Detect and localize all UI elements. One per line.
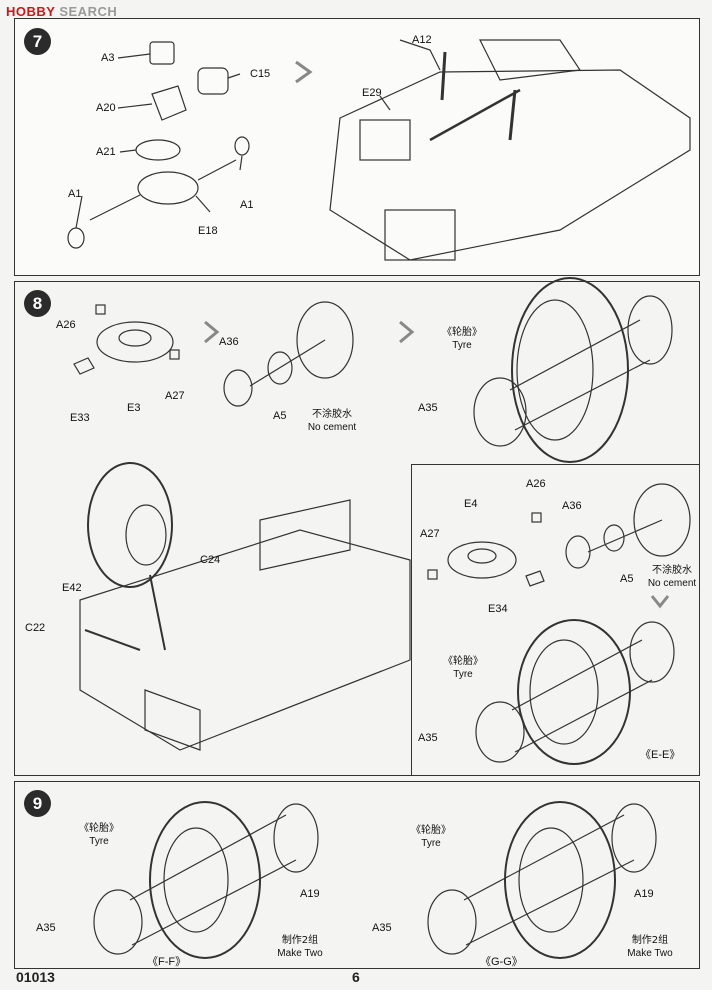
label-e42: E42 (62, 582, 82, 594)
label-c15: C15 (250, 68, 271, 80)
label-e29: E29 (362, 87, 382, 99)
label-a35-ff: A35 (36, 922, 56, 934)
part-c15 (197, 67, 229, 95)
rim-a35 (296, 301, 354, 379)
step-7-panel (14, 18, 700, 276)
label-a21: A21 (96, 146, 116, 158)
label-a1-right: A1 (240, 199, 254, 211)
label-c24: C24 (200, 554, 221, 566)
view-f-f: 《F-F》 (147, 956, 187, 968)
part-e34 (525, 570, 545, 587)
tyre-label-gg: 《轮胎》 Tyre (411, 825, 451, 849)
step-9-panel (14, 781, 700, 969)
tyre-gg (504, 801, 616, 959)
no-cement-note-inset: 不涂胶水 No cement (647, 565, 697, 589)
label-a5: A5 (273, 410, 287, 422)
label-a36: A36 (219, 336, 239, 348)
assembled-wheel (87, 462, 173, 588)
label-a20: A20 (96, 102, 116, 114)
label-e4: E4 (464, 498, 478, 510)
label-a35: A35 (418, 402, 438, 414)
rim-outer (627, 295, 673, 365)
tool-box (384, 209, 456, 261)
tyre-ff (149, 801, 261, 959)
label-c22: C22 (25, 622, 46, 634)
step-7-badge: 7 (24, 28, 51, 55)
part-e4 (447, 541, 517, 579)
label-a5-inset: A5 (620, 573, 634, 585)
page-number: 6 (352, 969, 360, 985)
label-a3: A3 (101, 52, 115, 64)
hub-a35-gg (427, 889, 477, 955)
part-a27 (169, 349, 180, 360)
label-a36-inset: A36 (562, 500, 582, 512)
label-a35-gg: A35 (372, 922, 392, 934)
make-two-gg: 制作2组 Make Two (627, 935, 673, 959)
part-a20 (151, 85, 187, 121)
label-a19-gg: A19 (634, 888, 654, 900)
no-cement-note: 不涂胶水 No cement (307, 409, 357, 433)
tyre (511, 277, 629, 463)
battery-box (359, 119, 411, 161)
part-a3 (149, 41, 175, 65)
chassis-rear (329, 69, 691, 261)
part-a1-left (67, 227, 85, 249)
step-9-badge: 9 (24, 790, 51, 817)
step-8-badge: 8 (24, 290, 51, 317)
bumper-plate (144, 689, 201, 751)
part-a1-right (234, 136, 250, 156)
front-chassis (79, 529, 411, 751)
part-a27-inset (427, 569, 438, 580)
axle-housing (137, 171, 199, 205)
watermark-logo: HOBBY SEARCH (6, 4, 118, 19)
part-e33 (73, 357, 95, 375)
radiator-box (259, 499, 351, 571)
part-a5 (267, 351, 293, 385)
part-a26 (95, 304, 106, 315)
hub-a35-ff (93, 889, 143, 955)
tyre-label: 《轮胎》 Tyre (442, 327, 482, 351)
part-a12-shaft (429, 88, 521, 142)
label-a26-inset: A26 (526, 478, 546, 490)
part-e3 (96, 321, 174, 363)
tyre-label-inset: 《轮胎》 Tyre (443, 656, 483, 680)
part-a36 (223, 369, 253, 407)
rim-a19-gg (611, 803, 657, 873)
rim-inset (633, 483, 691, 557)
label-a1-left: A1 (68, 188, 82, 200)
tyre-label-ff: 《轮胎》 Tyre (79, 823, 119, 847)
label-e34: E34 (488, 603, 508, 615)
label-e33: E33 (70, 412, 90, 424)
rim-a35-inner (473, 377, 527, 447)
view-e-e: 《E-E》 (640, 749, 681, 761)
label-a35-inset: A35 (418, 732, 438, 744)
label-a12: A12 (412, 34, 432, 46)
e-e-inset-panel (411, 464, 700, 776)
view-g-g: 《G-G》 (480, 956, 523, 968)
part-a21 (135, 139, 181, 161)
make-two-ff: 制作2组 Make Two (277, 935, 323, 959)
label-a26: A26 (56, 319, 76, 331)
label-a27-inset: A27 (420, 528, 440, 540)
differential (479, 39, 582, 81)
label-a27: A27 (165, 390, 185, 402)
part-a26-inset (531, 512, 542, 523)
label-a19-ff: A19 (300, 888, 320, 900)
product-code: 01013 (16, 969, 55, 985)
axle-shaft (89, 159, 237, 221)
rim-a19-ff (273, 803, 319, 873)
label-e3: E3 (127, 402, 141, 414)
label-e18: E18 (198, 225, 218, 237)
